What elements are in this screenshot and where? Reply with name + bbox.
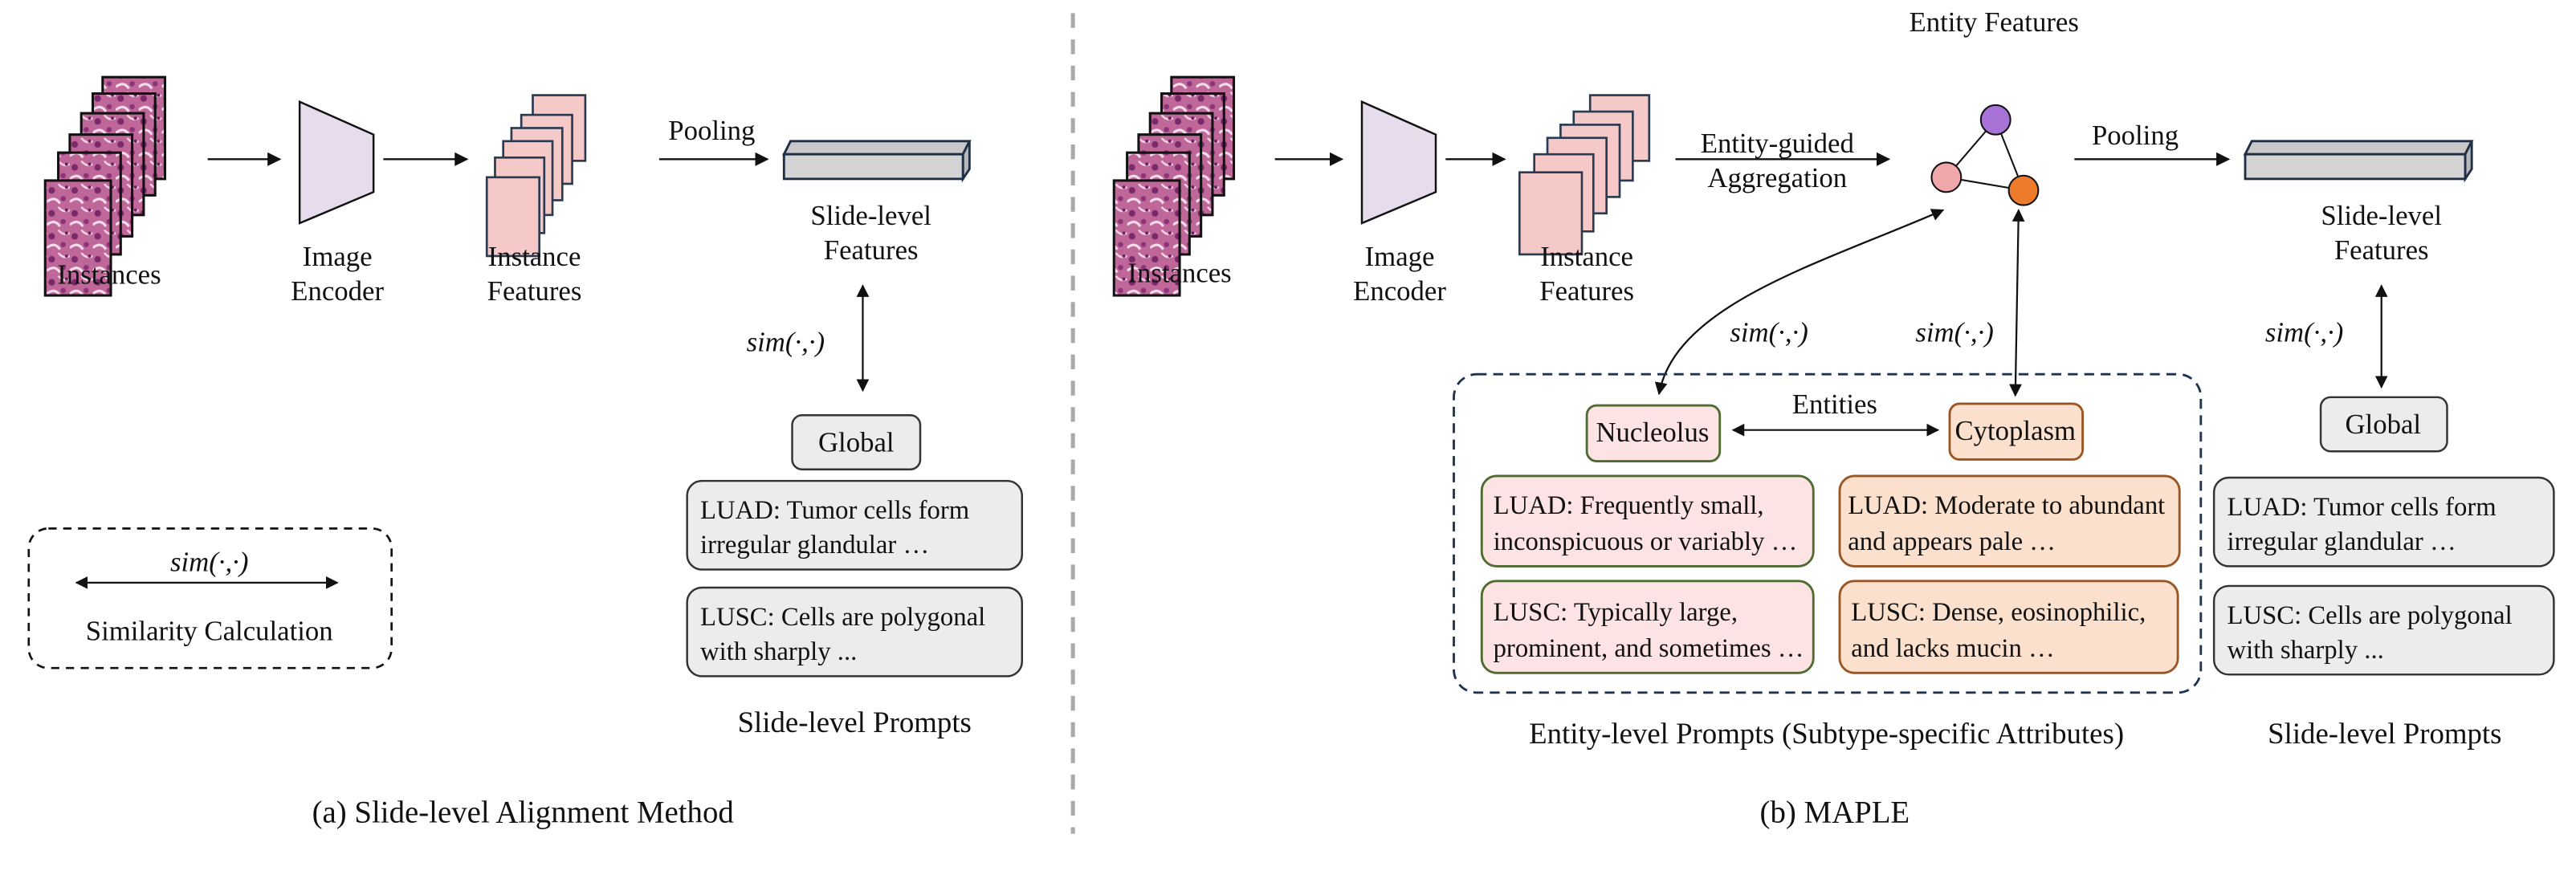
lusc-prompt-box [2212, 584, 2555, 676]
image-encoder [1360, 100, 1437, 225]
slide-features-label: Features [2334, 234, 2429, 266]
global-label: Global [2345, 409, 2421, 440]
global-box [2319, 396, 2448, 453]
cytoplasm-luad-text: and appears pale … [1848, 527, 2056, 556]
encoder-label: Image [1365, 241, 1435, 272]
entity-node [2007, 174, 2040, 206]
encoder-label: Image [303, 241, 373, 272]
slide-features-label: Slide-level [2321, 200, 2442, 231]
nucleolus-luad-box [1480, 474, 1815, 568]
legend-box [27, 527, 393, 669]
instance-features-label: Instance [1540, 241, 1633, 272]
slide-features-label: Slide-level [810, 200, 931, 231]
luad-prompt-box [686, 479, 1023, 571]
instance-features-label: Instance [488, 241, 581, 272]
sim-label: sim(·,·) [2265, 316, 2343, 348]
instances-label: Instances [1127, 258, 1231, 289]
cytoplasm-luad-text: LUAD: Moderate to abundant [1848, 491, 2165, 520]
luad-prompt-text: LUAD: Tumor cells form [700, 496, 969, 525]
lusc-prompt-text: with sharply ... [700, 637, 857, 666]
entity-node [1979, 104, 2011, 136]
instance-features-stack [1518, 94, 1651, 256]
cytoplasm-box [1948, 402, 2085, 461]
caption-b: (b) MAPLE [1760, 795, 1910, 829]
legend-text: Similarity Calculation [86, 615, 333, 646]
slide-level-feature-bar [2243, 140, 2474, 183]
encoder-label: Encoder [291, 275, 384, 307]
sim-label: sim(·,·) [1915, 316, 1993, 348]
cytoplasm-luad-box [1838, 474, 2181, 568]
nucleolus-lusc-text: prominent, and sometimes … [1494, 634, 1804, 663]
instances-stack [1112, 75, 1236, 297]
instances-label: Instances [57, 259, 161, 291]
cytoplasm-similarity-arrow [2009, 209, 2025, 397]
image-encoder [298, 100, 375, 225]
entity-node [1930, 161, 1963, 193]
nucleolus-label: Nucleolus [1596, 417, 1709, 448]
cytoplasm-lusc-box [1838, 580, 2179, 674]
entity-graph [1930, 104, 2040, 206]
slide-prompts-title: Slide-level Prompts [738, 706, 972, 739]
luad-prompt-box [2212, 476, 2555, 568]
nucleolus-lusc-text: LUSC: Typically large, [1494, 598, 1738, 627]
luad-prompt-text: LUAD: Tumor cells form [2228, 493, 2497, 522]
entity-prompts-box [1453, 372, 2203, 694]
instances-stack [43, 75, 167, 297]
cytoplasm-label: Cytoplasm [1954, 415, 2076, 446]
global-label: Global [818, 426, 895, 458]
pooling-label: Pooling [2092, 120, 2179, 151]
lusc-prompt-text: LUSC: Cells are polygonal [700, 603, 985, 632]
legend-sim-label: sim(·,·) [170, 547, 248, 578]
aggregation-label: Entity-guided [1701, 128, 1854, 159]
nucleolus-luad-text: inconspicuous or variably … [1494, 527, 1798, 556]
entity-prompts-title: Entity-level Prompts (Subtype-specific A… [1529, 717, 2124, 750]
lusc-prompt-box [686, 586, 1023, 678]
luad-prompt-text: irregular glandular … [700, 531, 929, 560]
lusc-prompt-text: LUSC: Cells are polygonal [2228, 601, 2513, 630]
pooling-label: Pooling [668, 115, 755, 146]
nucleolus-similarity-arrow [1654, 209, 1945, 396]
cytoplasm-lusc-text: LUSC: Dense, eosinophilic, [1851, 598, 2146, 627]
instance-features-label: Features [1539, 275, 1634, 307]
luad-prompt-text: irregular glandular … [2228, 527, 2456, 556]
sim-label: sim(·,·) [1730, 316, 1808, 348]
global-box [791, 414, 922, 470]
sim-label: sim(·,·) [747, 327, 825, 358]
instance-features-label: Features [487, 275, 582, 307]
slide-prompts-title: Slide-level Prompts [2268, 717, 2501, 750]
encoder-label: Encoder [1353, 275, 1446, 307]
nucleolus-luad-text: LUAD: Frequently small, [1494, 491, 1764, 520]
nucleolus-lusc-box [1480, 580, 1815, 674]
entities-label: Entities [1792, 389, 1877, 420]
caption-a: (a) Slide-level Alignment Method [312, 795, 734, 829]
lusc-prompt-text: with sharply ... [2228, 636, 2384, 665]
aggregation-label: Aggregation [1707, 162, 1847, 193]
entity-features-label: Entity Features [1910, 6, 2079, 38]
slide-level-feature-bar [781, 140, 972, 183]
instance-features-stack [485, 94, 587, 258]
slide-features-label: Features [824, 234, 919, 266]
cytoplasm-lusc-text: and lacks mucin … [1851, 634, 2054, 663]
nucleolus-box [1585, 404, 1722, 462]
